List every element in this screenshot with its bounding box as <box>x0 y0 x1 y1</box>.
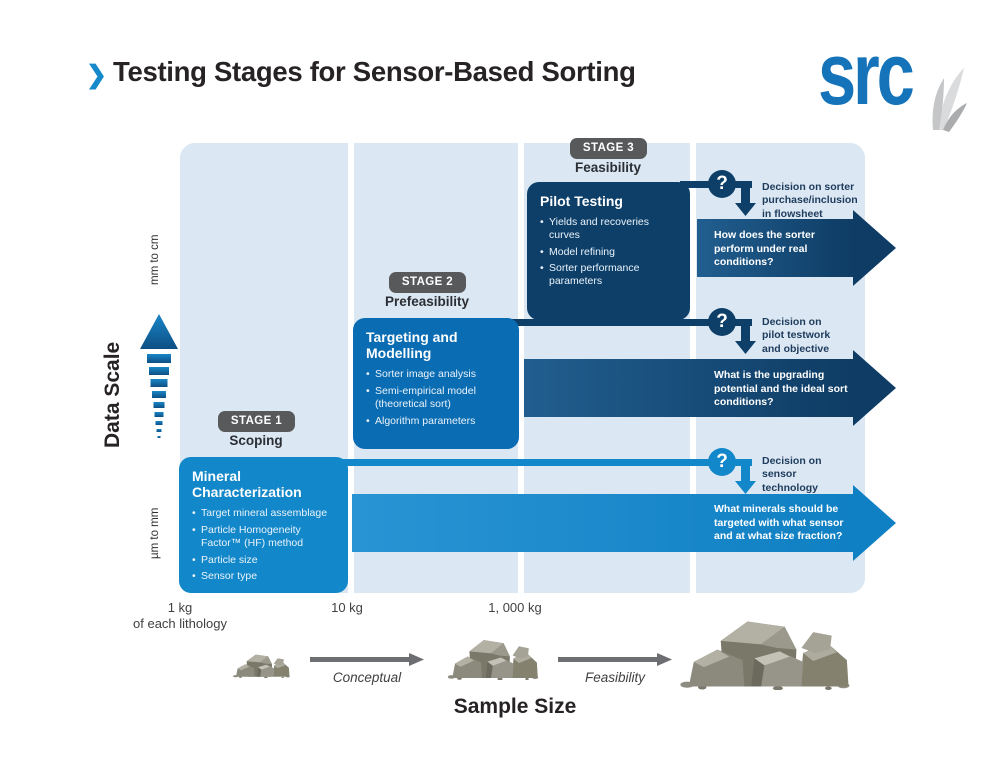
stage1-box-title: Mineral Characterization <box>192 468 302 501</box>
conceptual-arrow <box>310 653 424 666</box>
stage1-arrow-question-text: What minerals should be targeted with wh… <box>714 503 844 543</box>
x-axis-tick-1kg-line1: 1 kg <box>167 600 193 615</box>
x-axis-tick-1kg: 1 kg of each lithology <box>130 600 230 632</box>
page-title: Testing Stages for Sensor-Based Sorting <box>113 56 636 87</box>
stage3-elbow-arrow <box>741 181 750 203</box>
stage2-box-title: Targeting and Modelling <box>366 329 458 362</box>
stage2-question-arrowhead-icon <box>853 350 896 426</box>
stage2-badge: STAGE 2 <box>389 272 466 293</box>
y-axis-top-tick: mm to cm <box>149 234 161 285</box>
x-axis-label: Sample Size <box>453 695 577 718</box>
stage3-bullet: Sorter performance parameters <box>540 262 677 288</box>
stage1-decision-label: Decision on sensor technology <box>762 455 822 494</box>
stage3-box: Pilot Testing Yields and recoveries curv… <box>527 182 690 320</box>
stage2-decision-label: Decision on pilot testwork and objective <box>762 316 831 355</box>
stage3-phase-label: Feasibility <box>574 160 642 175</box>
stage3-box-title: Pilot Testing <box>540 193 623 209</box>
stage1-badge: STAGE 1 <box>218 411 295 432</box>
feasibility-arrow-body <box>558 657 657 662</box>
stage1-elbow-arrow <box>741 459 750 481</box>
stage2-question-icon: ? <box>708 308 736 336</box>
stage3-decision-label: Decision on sorter purchase/inclusion in… <box>762 181 858 220</box>
x-axis-tick-10kg: 10 kg <box>331 600 363 615</box>
stage3-arrow-question-text: How does the sorter perform under real c… <box>714 229 815 269</box>
stage1-question-arrow <box>352 494 853 552</box>
column-divider <box>348 143 354 593</box>
stage2-bullet: Sorter image analysis <box>366 368 506 381</box>
src-logo: src <box>814 30 984 138</box>
x-axis-tick-1kg-line2: of each lithology <box>133 616 227 631</box>
stage2-elbow-arrow <box>741 319 750 341</box>
stage1-bullet: Particle size <box>192 554 335 567</box>
feasibility-arrowhead-icon <box>657 653 672 666</box>
y-axis-label: Data Scale <box>101 341 124 448</box>
stage2-bullet: Semi-empirical model (theoretical sort) <box>366 385 506 411</box>
stage1-bullet: Particle Homogeneity Factor™ (HF) method <box>192 524 335 550</box>
conceptual-arrowhead-icon <box>409 653 424 666</box>
stage1-question-icon: ? <box>708 448 736 476</box>
stage1-box: Mineral Characterization Target mineral … <box>179 457 348 593</box>
stage2-connector-bar <box>510 319 752 326</box>
stage1-bullet: Target mineral assemblage <box>192 507 335 520</box>
conceptual-arrow-body <box>310 657 409 662</box>
column-divider <box>518 143 524 593</box>
feasibility-arrow <box>558 653 672 666</box>
stage3-question-arrow <box>697 219 853 277</box>
stage3-question-icon: ? <box>708 170 736 198</box>
stage2-box: Targeting and Modelling Sorter image ana… <box>353 318 519 449</box>
stage3-badge: STAGE 3 <box>570 138 647 159</box>
stage2-question-arrow <box>524 359 853 417</box>
data-scale-arrow-icon <box>140 314 178 438</box>
small-rock-pile <box>233 654 290 678</box>
stage2-bullet: Algorithm parameters <box>366 415 506 428</box>
conceptual-arrow-label: Conceptual <box>332 670 402 685</box>
src-logo-text: src <box>818 24 915 123</box>
stage2-arrow-question-text: What is the upgrading potential and the … <box>714 369 848 409</box>
stage3-bullet: Model refining <box>540 246 677 259</box>
stage1-bullet: Sensor type <box>192 570 335 583</box>
large-rock-pile <box>680 621 850 690</box>
x-axis-tick-1000kg: 1, 000 kg <box>488 600 542 615</box>
stage1-phase-label: Scoping <box>229 433 283 448</box>
wheat-sheaf-icon <box>932 68 967 132</box>
stage2-phase-label: Prefeasibility <box>384 294 470 309</box>
stage3-question-arrowhead-icon <box>853 210 896 286</box>
y-axis-bottom-tick: µm to mm <box>149 507 161 559</box>
stage3-bullet: Yields and recoveries curves <box>540 216 677 242</box>
medium-rock-pile <box>447 640 539 680</box>
stage1-connector-bar <box>340 459 752 466</box>
feasibility-arrow-label: Feasibility <box>584 670 646 685</box>
title-chevron-icon: ❯ <box>86 61 107 89</box>
